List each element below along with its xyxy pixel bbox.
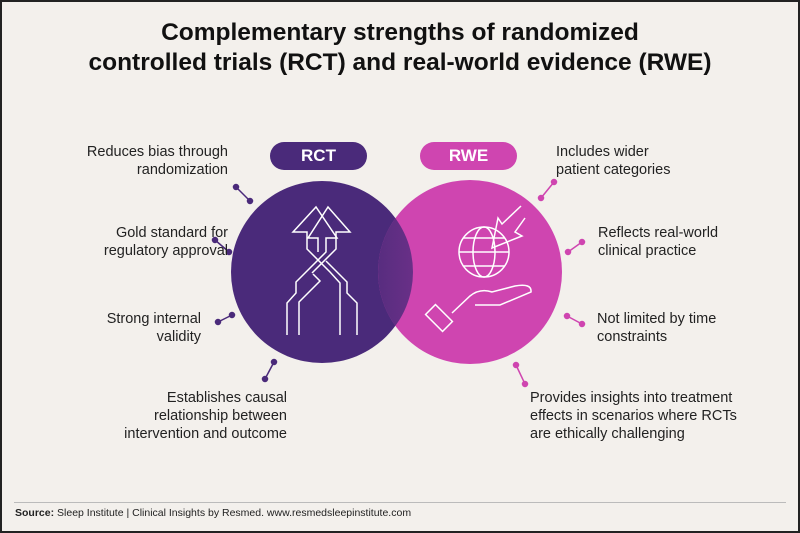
rwe-strength-4: Provides insights into treatment effects… bbox=[530, 389, 737, 443]
title-line-2: controlled trials (RCT) and real-world e… bbox=[88, 49, 712, 76]
rct-label: RCT bbox=[270, 142, 367, 170]
source-label: Source: bbox=[15, 507, 55, 519]
globe-in-hand-icon bbox=[424, 205, 532, 333]
rwe-strength-2: Reflects real-world clinical practice bbox=[598, 224, 718, 260]
text-line: patient categories bbox=[556, 162, 671, 178]
text-line: effects in scenarios where RCTs bbox=[530, 408, 737, 424]
footer-divider bbox=[14, 502, 786, 503]
title-line-1: Complementary strengths of randomized bbox=[161, 19, 639, 46]
text-line: Includes wider bbox=[556, 144, 649, 160]
text-line: are ethically challenging bbox=[530, 426, 685, 442]
connector-lines-rwe bbox=[512, 178, 586, 388]
rct-strength-4: Establishes causal relationship between … bbox=[124, 389, 287, 443]
crossing-arrows-icon bbox=[286, 205, 358, 335]
source-footer: Source: Sleep Institute | Clinical Insig… bbox=[15, 507, 411, 519]
rct-strength-1: Reduces bias through randomization bbox=[87, 143, 228, 179]
source-text: Sleep Institute | Clinical Insights by R… bbox=[57, 507, 412, 519]
text-line: relationship between bbox=[153, 408, 287, 424]
text-line: validity bbox=[156, 329, 201, 345]
connector-lines bbox=[211, 183, 278, 383]
text-line: Reflects real-world bbox=[598, 225, 719, 241]
text-line: Gold standard for bbox=[115, 225, 228, 241]
text-line: Strong internal bbox=[106, 311, 201, 327]
text-line: Establishes causal bbox=[166, 390, 287, 406]
rct-strength-3: Strong internal validity bbox=[107, 310, 201, 346]
text-line: randomization bbox=[136, 162, 228, 178]
rct-circle bbox=[231, 181, 413, 363]
text-line: Provides insights into treatment bbox=[530, 390, 733, 406]
rwe-strength-3: Not limited by time constraints bbox=[597, 310, 716, 346]
page-title: Complementary strengths of randomized co… bbox=[0, 18, 800, 78]
rwe-label: RWE bbox=[420, 142, 517, 170]
text-line: constraints bbox=[597, 329, 668, 345]
text-line: intervention and outcome bbox=[124, 426, 287, 442]
text-line: Not limited by time bbox=[597, 311, 717, 327]
rwe-strength-1: Includes wider patient categories bbox=[556, 143, 670, 179]
text-line: Reduces bias through bbox=[86, 144, 228, 160]
text-line: regulatory approval bbox=[103, 243, 228, 259]
rct-strength-2: Gold standard for regulatory approval bbox=[104, 224, 228, 260]
text-line: clinical practice bbox=[598, 243, 697, 259]
